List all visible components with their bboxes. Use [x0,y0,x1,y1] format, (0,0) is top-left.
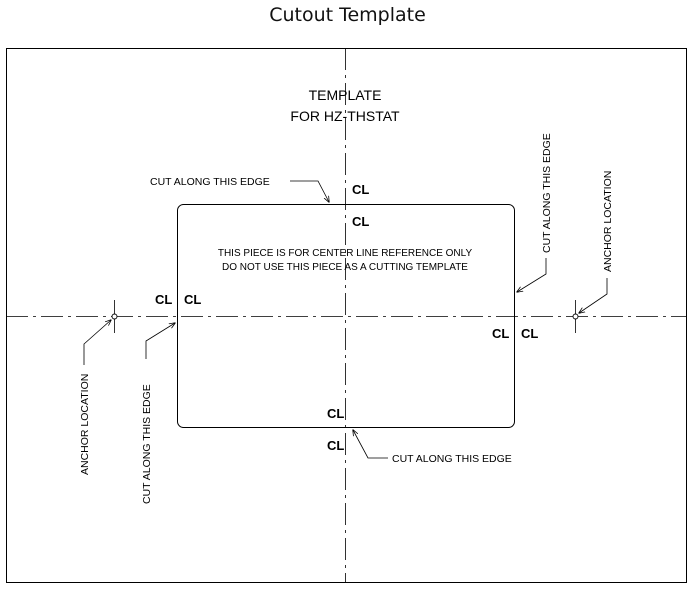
centerline-symbol-bottom-outside: CL [327,438,344,453]
cut-label-right: CUT ALONG THIS EDGE [541,133,553,253]
centerline-symbol-bottom-inside: CL [327,406,344,421]
anchor-label-right: ANCHOR LOCATION [602,171,614,272]
anchor-label-left: ANCHOR LOCATION [79,374,91,475]
centerline-symbol-left-outside: CL [155,292,172,307]
cut-label-bottom: CUT ALONG THIS EDGE [392,453,512,465]
reference-note-line1: THIS PIECE IS FOR CENTER LINE REFERENCE … [218,248,473,259]
cut-label-left: CUT ALONG THIS EDGE [141,384,153,504]
cut-leader-bottom [353,430,388,459]
centerline-symbol-top-outside: CL [352,182,369,197]
template-heading-line1: TEMPLATE [309,87,382,103]
reference-note-line2: DO NOT USE THIS PIECE AS A CUTTING TEMPL… [222,262,468,273]
cut-leader-right [517,258,547,292]
cut-leader-top [290,180,329,202]
centerline-symbol-right-inside: CL [492,326,509,341]
template-heading-line2: FOR HZ-THSTAT [290,108,400,124]
centerline-symbol-left-inside: CL [184,292,201,307]
centerline-symbol-right-outside: CL [521,326,538,341]
anchor-leader-left [83,320,111,365]
anchor-leader-right [579,278,608,313]
anchor-left-point [111,313,118,320]
outer-border [6,48,687,583]
centerline-symbol-top-inside: CL [352,214,369,229]
anchor-right-point [572,313,579,320]
cut-label-top: CUT ALONG THIS EDGE [150,176,270,188]
cutout-outline [177,204,515,428]
cut-leader-left [145,323,175,359]
page-title: Cutout Template [269,4,426,26]
